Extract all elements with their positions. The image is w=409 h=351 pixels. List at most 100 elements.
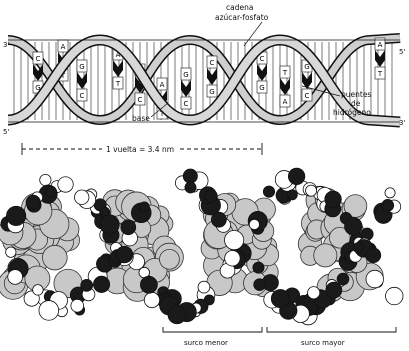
base-pair-join xyxy=(207,68,217,85)
base-letter-top: G xyxy=(79,63,84,71)
minor-groove-label: surco menor xyxy=(184,339,228,347)
backbone-label-line1: cadena xyxy=(226,3,253,12)
atom-sphere-dark xyxy=(254,279,266,291)
base-pair: CG xyxy=(207,56,217,97)
atom-sphere-white xyxy=(366,270,383,287)
base-letter-top: C xyxy=(210,59,215,67)
base-letter-top: T xyxy=(282,69,288,77)
atom-sphere-white xyxy=(225,250,241,266)
turn-label: 1 vuelta = 3.4 nm xyxy=(106,145,174,154)
atom-sphere-dark xyxy=(253,262,264,273)
minor-groove-bracket xyxy=(163,327,262,332)
atom-sphere-dark xyxy=(326,282,342,298)
atom-sphere-dark xyxy=(185,182,196,193)
atom-sphere-dark xyxy=(45,186,56,197)
atom-sphere-dark xyxy=(211,212,226,227)
atom-sphere-dark xyxy=(366,248,381,263)
hbond-label-line3: hidrógeno xyxy=(333,108,371,117)
atom-sphere-dark xyxy=(139,202,149,212)
base-letter-top: A xyxy=(160,81,165,89)
base-pair-join xyxy=(257,64,267,81)
major-groove-bracket xyxy=(267,327,396,332)
base-pair: GC xyxy=(77,60,87,101)
base-pair: TA xyxy=(280,66,290,107)
base-letter-top: C xyxy=(36,55,41,63)
atom-sphere-white xyxy=(249,219,259,229)
atom-sphere-white xyxy=(198,281,210,293)
base-letter-bottom: C xyxy=(184,100,189,108)
hbond-label-line2: de xyxy=(351,99,361,108)
atom-sphere-white xyxy=(306,185,317,196)
atom-sphere-white xyxy=(40,174,51,185)
atom-sphere-white xyxy=(8,270,23,285)
atom-sphere-dark xyxy=(325,191,341,207)
atom-sphere-dark xyxy=(116,246,133,263)
atom-sphere-dark xyxy=(271,290,289,308)
atom-sphere-dark xyxy=(81,279,93,291)
base-pair-join xyxy=(280,78,290,95)
atom-sphere-dark xyxy=(263,186,274,197)
major-groove-label: surco mayor xyxy=(301,339,345,347)
atom-sphere-dark xyxy=(288,168,304,184)
atom-sphere-dark xyxy=(100,215,119,234)
end-label-top-left: 3' xyxy=(3,41,9,49)
base-pair: GC xyxy=(181,68,191,109)
atom-sphere-dark xyxy=(345,218,363,236)
base-pair-join xyxy=(181,80,191,97)
base-pair-join xyxy=(113,60,123,77)
atom-sphere-white xyxy=(224,230,243,249)
atom-sphere-white xyxy=(33,285,44,296)
base-letter-bottom: C xyxy=(305,92,310,100)
base-letter-bottom: A xyxy=(283,98,288,106)
atom-sphere-dark xyxy=(26,195,40,209)
base-pair: AT xyxy=(375,38,385,79)
atom-sphere-white xyxy=(308,287,320,299)
end-label-bottom-right: 3' xyxy=(399,119,405,127)
atom-sphere-dark xyxy=(6,206,25,225)
end-label-top-right: 5' xyxy=(399,48,405,56)
atom-sphere-dark xyxy=(353,243,363,253)
base-letter-bottom: G xyxy=(259,84,264,92)
atom-sphere-dark xyxy=(205,190,217,202)
turn-measure: 1 vuelta = 3.4 nm xyxy=(22,143,262,155)
atom-sphere-grey xyxy=(314,244,337,267)
atom-sphere-dark xyxy=(183,169,197,183)
base-letter-bottom: C xyxy=(138,96,143,104)
atom-sphere-white xyxy=(71,299,84,312)
end-label-bottom-left: 5' xyxy=(3,128,9,136)
base-letter-top: G xyxy=(304,63,309,71)
atom-sphere-dark xyxy=(140,276,157,293)
base-letter-top: G xyxy=(183,71,188,79)
groove-brackets: surco menor surco mayor xyxy=(163,327,396,347)
backbone-label-line2: azúcar-fosfato xyxy=(215,13,269,22)
base-label: base xyxy=(132,114,150,123)
atom-sphere-grey xyxy=(160,249,180,269)
base-letter-bottom: T xyxy=(377,70,383,78)
base-pair-join xyxy=(375,50,385,67)
atom-sphere-white xyxy=(58,177,73,192)
atom-sphere-white xyxy=(6,247,16,257)
atom-sphere-white xyxy=(74,190,88,204)
atom-sphere-dark xyxy=(93,276,109,292)
base-letter-top: C xyxy=(260,55,265,63)
base-letter-bottom: T xyxy=(115,80,121,88)
base-pair: CG xyxy=(33,52,43,93)
atom-sphere-dark xyxy=(337,273,349,285)
base-letter-bottom: C xyxy=(80,92,85,100)
base-pair: CG xyxy=(257,52,267,93)
atom-sphere-white xyxy=(144,292,159,307)
base-letter-top: A xyxy=(61,43,66,51)
atom-sphere-white xyxy=(386,287,403,304)
atom-sphere-dark xyxy=(382,199,394,211)
atom-sphere-dark xyxy=(168,306,186,324)
atom-sphere-dark xyxy=(121,220,136,235)
atom-sphere-dark xyxy=(287,190,297,200)
base-pair-join xyxy=(77,72,87,89)
atom-sphere-grey xyxy=(43,245,68,270)
space-filling-model xyxy=(0,168,403,325)
base-letter-bottom: G xyxy=(209,88,214,96)
atom-sphere-white xyxy=(385,188,395,198)
atom-sphere-white xyxy=(39,301,59,321)
